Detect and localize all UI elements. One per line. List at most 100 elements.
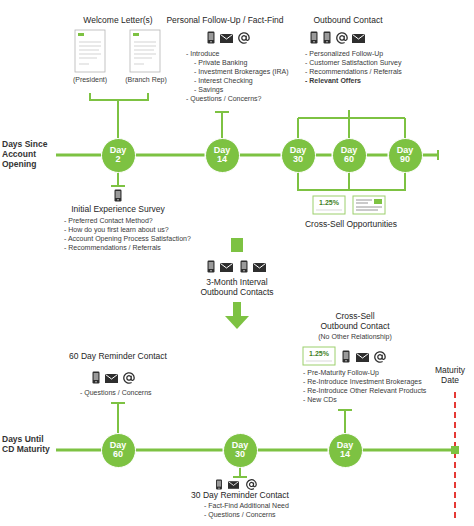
phone-icon <box>241 261 248 273</box>
day-circle: Day 14 <box>328 433 363 468</box>
crosssell-stem <box>338 410 352 433</box>
at-icon <box>375 352 385 362</box>
envelope-icon <box>228 481 239 489</box>
circle-shape <box>332 138 366 172</box>
circle-shape <box>328 433 362 467</box>
phone-icon <box>93 372 100 384</box>
letter-logo <box>78 33 84 36</box>
callout-item: - Re-Introduce Investment Brokerages <box>303 378 422 386</box>
callout-heading: Personal Follow-Up / Fact-Find <box>150 16 300 26</box>
offer-frame <box>353 196 385 214</box>
envelope-icon <box>253 263 266 272</box>
callout-heading: 3-Month Interval Outbound Contacts <box>187 278 287 298</box>
day-circle: Day 60 <box>332 138 367 173</box>
letter-image <box>130 30 160 72</box>
callout-item: - Customer Satisfaction Survey <box>305 59 401 67</box>
rate-text: 1.25% <box>313 199 345 207</box>
phone-icon <box>208 261 215 273</box>
phone-icon <box>311 32 318 44</box>
at-icon <box>124 373 134 383</box>
envelope-icon <box>220 263 233 272</box>
rate-text: 1.25% <box>303 350 335 358</box>
callout-item: - Relevant Offers <box>305 77 361 85</box>
circle-shape <box>205 138 239 172</box>
crosssell-bracket <box>298 172 405 190</box>
callout-heading: Cross-Sell Outbound Contact <box>316 312 394 332</box>
phone-icon <box>343 351 350 363</box>
reminder60-stem <box>111 403 125 433</box>
callout-item: - Account Opening Process Satisfaction? <box>64 235 191 243</box>
callout-item: - Private Banking <box>194 59 247 67</box>
offer-lines <box>306 361 332 362</box>
timeline-end <box>437 150 439 160</box>
day-label: Day 14 <box>333 441 357 460</box>
day-label: Day 30 <box>228 441 252 460</box>
outbound-bracket <box>298 110 405 138</box>
envelope-icon <box>220 34 233 43</box>
day-circle: Day 60 <box>101 433 136 468</box>
at-icon <box>247 480 257 490</box>
day-circle: Day 14 <box>205 138 240 173</box>
day-label: Day 14 <box>210 146 234 165</box>
axis-label: Days Until CD Maturity <box>2 435 54 455</box>
callout-item: - Recommendations / Referrals <box>305 68 402 76</box>
day-circle: Day 2 <box>101 138 136 173</box>
day-label: Day 60 <box>337 146 361 165</box>
offer-card <box>353 196 385 214</box>
callout-item: (President) <box>63 76 117 84</box>
letter-logo <box>133 33 139 36</box>
letter-image <box>75 30 105 72</box>
day-label: Day 2 <box>106 146 130 165</box>
offer-frame <box>303 347 335 365</box>
offer-frame <box>313 196 345 214</box>
offer-lines <box>356 200 382 210</box>
envelope-icon <box>356 353 369 362</box>
day-circle: Day 30 <box>281 138 316 173</box>
timeline-connector <box>258 449 328 452</box>
day-label: Day 30 <box>286 146 310 165</box>
callout-heading: Cross-Sell Opportunities <box>296 220 406 230</box>
letter-sheet <box>130 30 160 72</box>
callout-item: - Savings <box>194 86 223 94</box>
callout-item: (Branch Rep) <box>118 76 174 84</box>
maturity-line <box>454 392 456 520</box>
at-icon <box>337 33 347 43</box>
survey-stem <box>111 172 125 186</box>
phone-icon <box>115 190 122 202</box>
timeline-connector <box>240 154 281 157</box>
timeline-connector <box>367 154 388 157</box>
axis-label: Days Since Account Opening <box>2 140 54 169</box>
phone-icon <box>324 32 331 44</box>
flow-arrow-shaft <box>233 302 241 316</box>
callout-item: - Questions / Concerns? <box>186 95 261 103</box>
envelope-icon <box>105 374 118 383</box>
day-label: Day 60 <box>106 441 130 460</box>
flow-block <box>231 238 243 252</box>
day-label: Day 90 <box>393 146 417 165</box>
callout-heading: Welcome Letter(s) <box>68 16 168 26</box>
circle-shape <box>223 433 257 467</box>
callout-item: - Pre-Maturity Follow-Up <box>303 369 379 377</box>
letter-bracket <box>90 93 148 138</box>
at-icon <box>239 33 249 43</box>
circle-shape <box>281 138 315 172</box>
circle-shape <box>101 433 135 467</box>
letter-sheet <box>75 30 105 72</box>
offer-lines <box>316 210 342 211</box>
phone-icon <box>208 32 215 44</box>
letter-lines <box>134 42 156 64</box>
flow-arrow-head <box>225 316 249 329</box>
day-circle: Day 90 <box>388 138 423 173</box>
reminder30-stem <box>233 467 247 477</box>
timeline-connector <box>316 154 332 157</box>
callout-heading: 60 Day Reminder Contact <box>58 352 178 362</box>
envelope-icon <box>352 34 365 43</box>
offer-card <box>313 196 345 214</box>
timeline-end-square <box>451 446 459 454</box>
circle-shape <box>388 138 422 172</box>
callout-heading: Maturity Date <box>428 366 472 386</box>
callout-item: - Questions / Concerns <box>204 511 276 519</box>
offer-card <box>303 347 335 365</box>
offer-logo <box>374 199 382 204</box>
